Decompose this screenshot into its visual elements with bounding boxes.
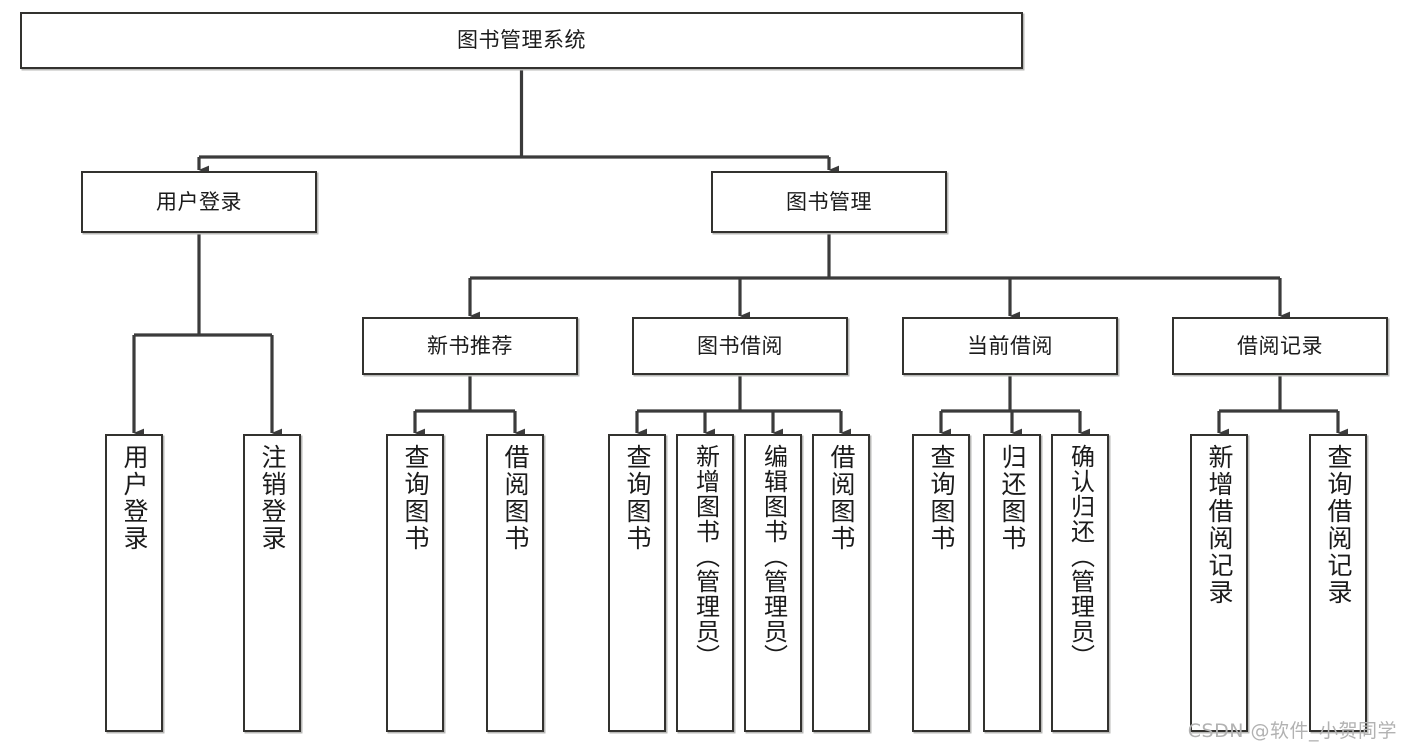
node-label: 用户登录: [120, 444, 149, 552]
node-label: 借阅记录: [1237, 333, 1323, 358]
node-leaf-edit-book[interactable]: 编辑图书（管理员）: [744, 434, 802, 732]
node-book-manage[interactable]: 图书管理: [711, 171, 947, 233]
node-label: 图书管理: [786, 189, 872, 214]
node-label: 图书借阅: [697, 333, 783, 358]
node-label: 图书管理系统: [457, 28, 586, 52]
node-leaf-query-book-1[interactable]: 查询图书: [386, 434, 444, 732]
node-label: 查询图书: [927, 444, 956, 552]
node-label: 新增借阅记录: [1205, 444, 1234, 606]
node-label: 新书推荐: [427, 333, 513, 358]
node-label: 注销登录: [258, 444, 287, 552]
node-leaf-query-book-2[interactable]: 查询图书: [608, 434, 666, 732]
node-leaf-add-book[interactable]: 新增图书（管理员）: [676, 434, 734, 732]
node-leaf-return-book[interactable]: 归还图书: [983, 434, 1041, 732]
node-user-login[interactable]: 用户登录: [81, 171, 317, 233]
node-label: 新增图书（管理员）: [691, 444, 720, 669]
node-book-borrow[interactable]: 图书借阅: [632, 317, 848, 375]
node-label: 借阅图书: [827, 444, 856, 552]
node-leaf-borrow-book-1[interactable]: 借阅图书: [486, 434, 544, 732]
node-leaf-user-login[interactable]: 用户登录: [105, 434, 163, 732]
node-borrow-record[interactable]: 借阅记录: [1172, 317, 1388, 375]
node-label: 查询图书: [623, 444, 652, 552]
node-leaf-borrow-book-2[interactable]: 借阅图书: [812, 434, 870, 732]
node-label: 借阅图书: [501, 444, 530, 552]
node-label: 查询借阅记录: [1324, 444, 1353, 606]
node-label: 查询图书: [401, 444, 430, 552]
node-new-book-rec[interactable]: 新书推荐: [362, 317, 578, 375]
node-label: 确认归还（管理员）: [1066, 444, 1095, 669]
node-leaf-query-record[interactable]: 查询借阅记录: [1309, 434, 1367, 732]
node-label: 归还图书: [998, 444, 1027, 552]
node-label: 编辑图书（管理员）: [759, 444, 788, 669]
node-root[interactable]: 图书管理系统: [20, 12, 1023, 69]
node-current-borrow[interactable]: 当前借阅: [902, 317, 1118, 375]
node-label: 用户登录: [156, 189, 242, 214]
node-label: 当前借阅: [967, 333, 1053, 358]
node-leaf-query-book-3[interactable]: 查询图书: [912, 434, 970, 732]
node-leaf-logout[interactable]: 注销登录: [243, 434, 301, 732]
node-leaf-confirm-return[interactable]: 确认归还（管理员）: [1051, 434, 1109, 732]
node-leaf-add-record[interactable]: 新增借阅记录: [1190, 434, 1248, 732]
